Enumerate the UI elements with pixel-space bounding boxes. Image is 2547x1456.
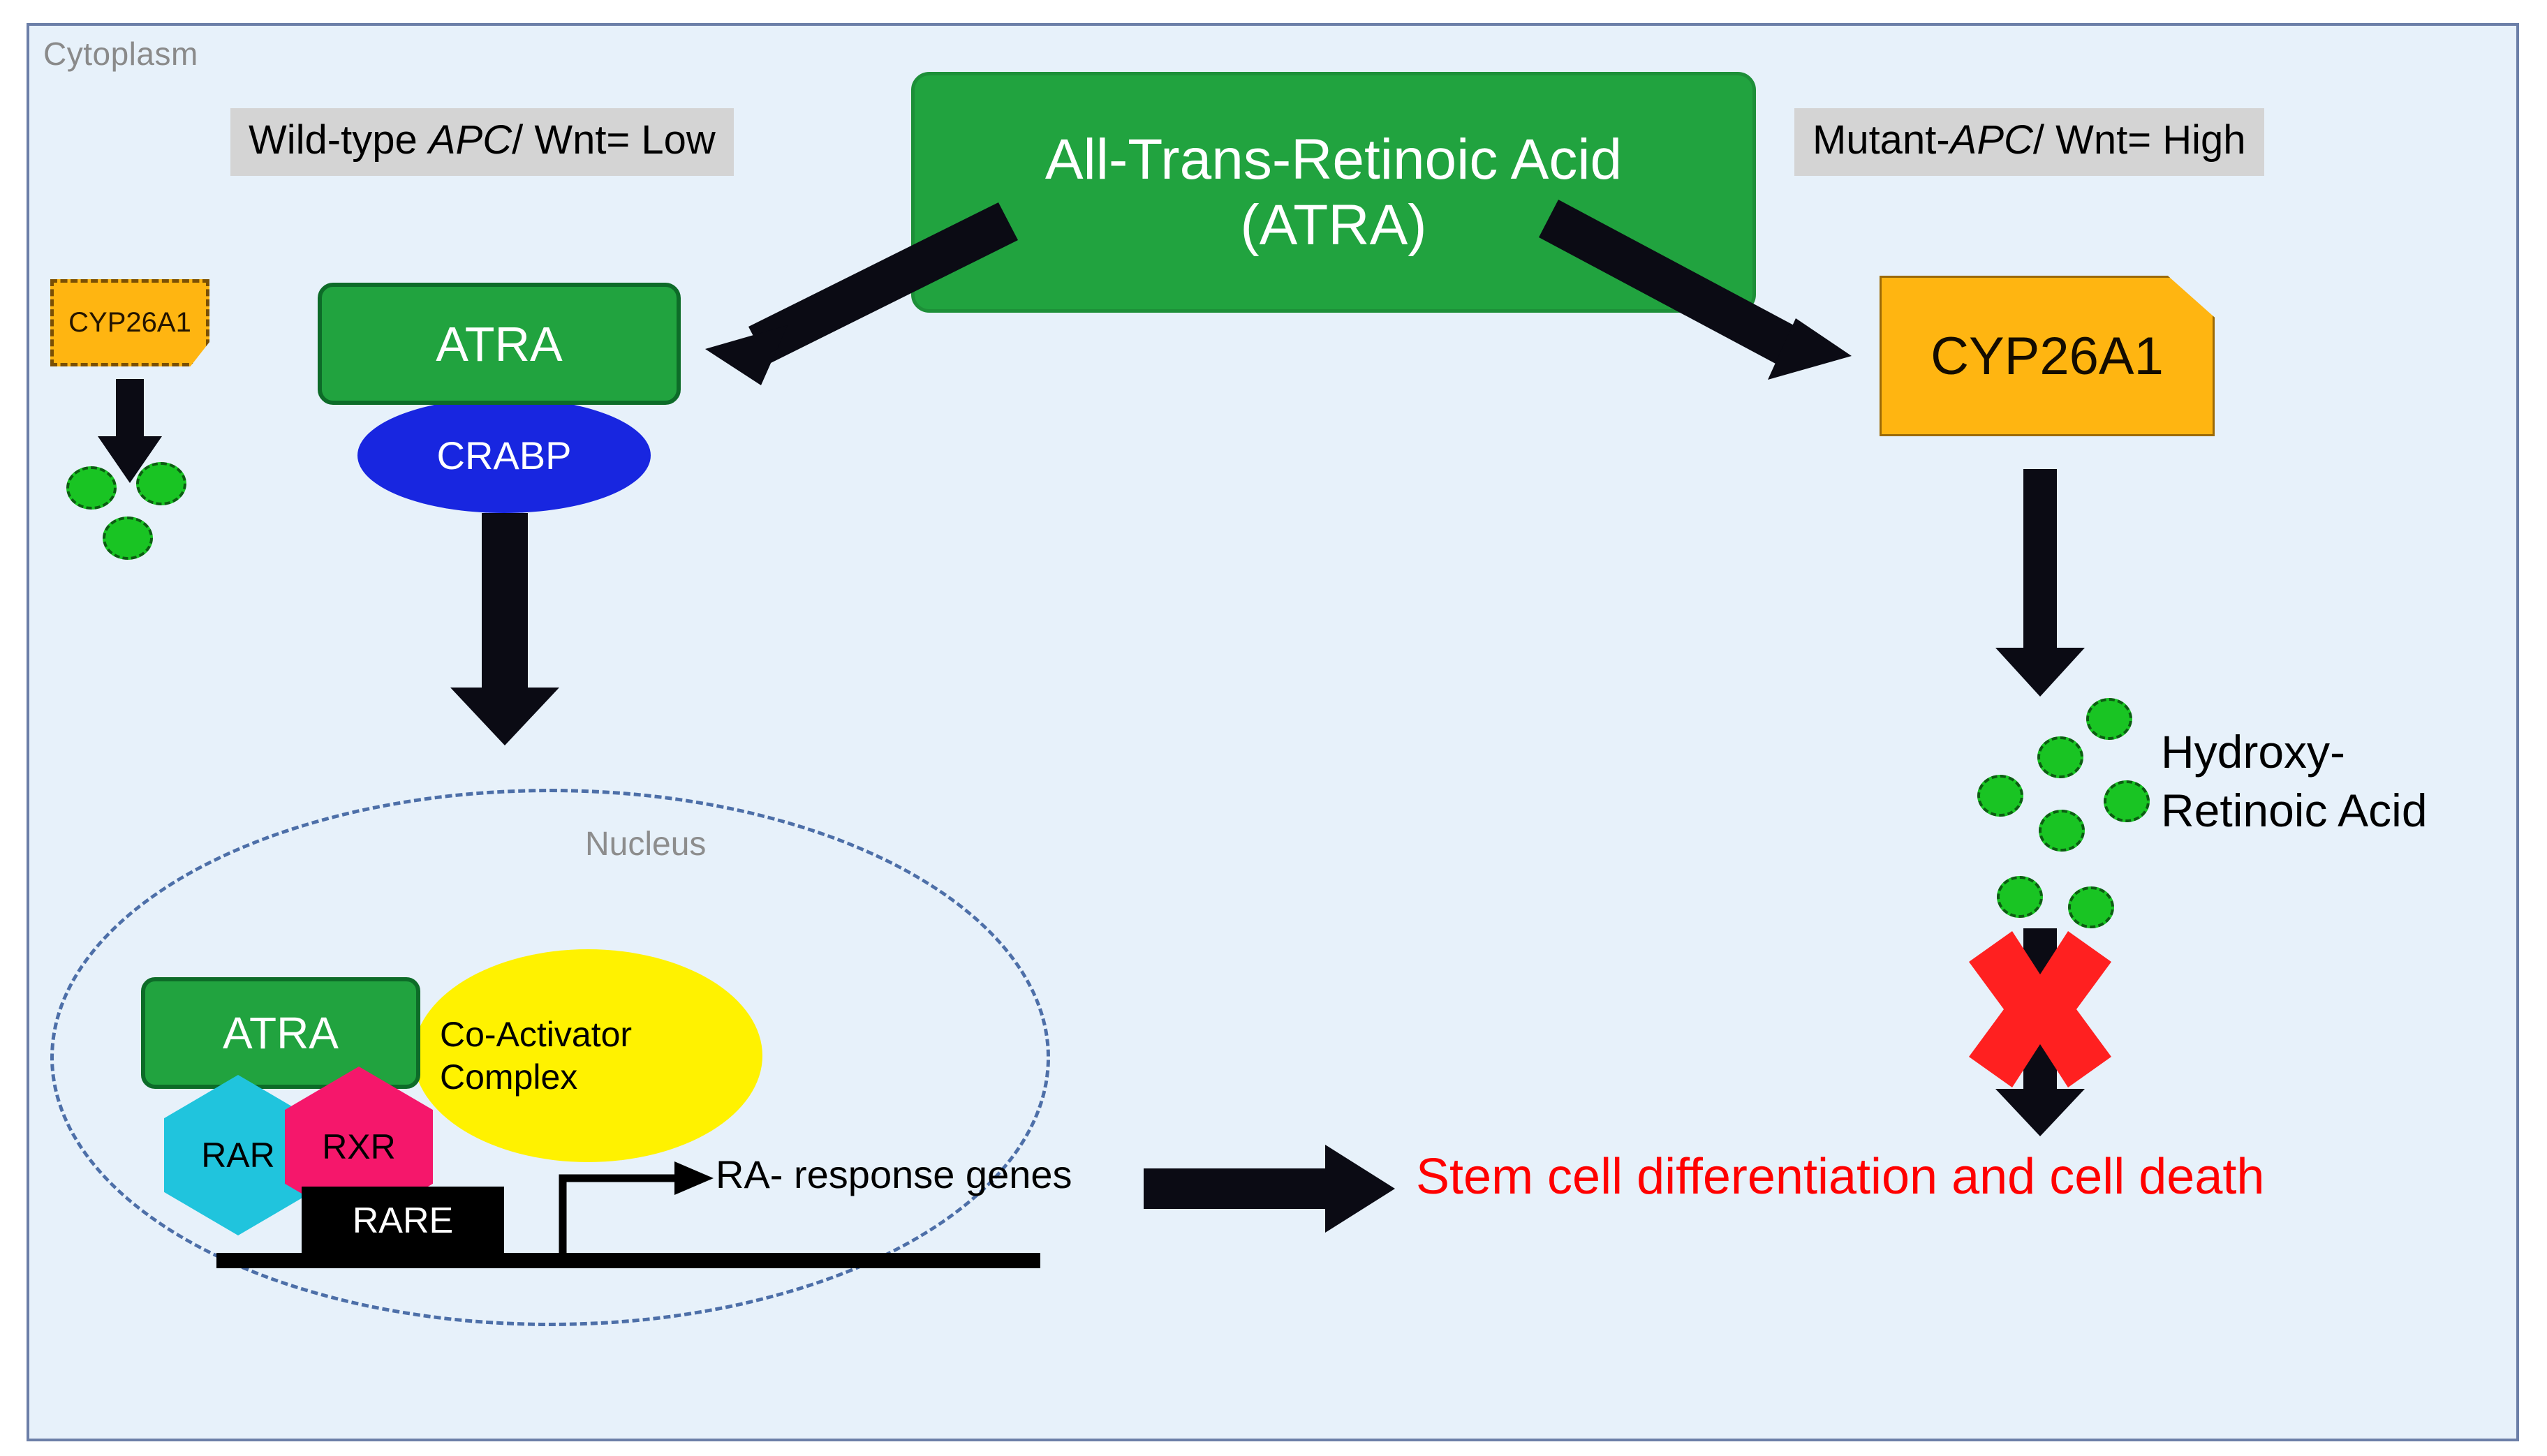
green-dot-icon [66, 466, 117, 510]
nucleus-label: Nucleus [585, 826, 707, 863]
node-crabp: CRABP [357, 398, 651, 513]
badge-left-prefix: Wild-type [249, 117, 429, 163]
badge-right-prefix: Mutant- [1813, 117, 1950, 163]
cytoplasm-label: Cytoplasm [43, 36, 198, 72]
rar-label: RAR [201, 1136, 275, 1175]
cyp26a1-small-label: CYP26A1 [68, 307, 191, 338]
coactivator-line2: Complex [440, 1057, 578, 1097]
green-dot-icon [2104, 780, 2150, 822]
atra-main-line2: (ATRA) [1240, 193, 1427, 257]
green-dot-icon [1997, 876, 2043, 918]
dna-strand [216, 1253, 1040, 1268]
green-dot-icon [1977, 775, 2023, 817]
node-cyp26a1-basal: CYP26A1 [50, 279, 209, 366]
hydroxy-line1: Hydroxy- [2161, 726, 2346, 778]
outcome-label: Stem cell differentiation and cell death [1416, 1149, 2265, 1205]
cyp26a1-big-label: CYP26A1 [1930, 326, 2164, 386]
node-cyp26a1-induced: CYP26A1 [1880, 276, 2215, 436]
node-atra-main: All-Trans-Retinoic Acid (ATRA) [911, 72, 1756, 313]
rxr-label: RXR [322, 1127, 396, 1166]
condition-badge-mutant: Mutant-APC/ Wnt= High [1794, 108, 2264, 176]
green-dot-icon [2086, 698, 2132, 740]
node-coactivator-complex: Co-Activator Complex [413, 949, 762, 1162]
atra-cyto-label: ATRA [436, 316, 563, 371]
badge-right-suffix: / Wnt= High [2032, 117, 2246, 163]
badge-left-suffix: / Wnt= Low [512, 117, 716, 163]
condition-badge-wildtype: Wild-type APC/ Wnt= Low [230, 108, 734, 176]
node-atra-nucleus: ATRA [141, 977, 420, 1089]
rare-label: RARE [352, 1201, 454, 1241]
green-dot-icon [2039, 810, 2085, 852]
coactivator-line1: Co-Activator [440, 1014, 633, 1054]
nucleus-compartment [50, 789, 1050, 1326]
badge-right-gene: APC [1949, 117, 2033, 163]
ra-response-genes-label: RA- response genes [716, 1152, 1072, 1196]
green-dot-icon [103, 517, 153, 560]
atra-main-line1: All-Trans-Retinoic Acid [1044, 128, 1623, 192]
crabp-label: CRABP [436, 433, 572, 477]
hydroxy-retinoic-acid-label: Hydroxy- Retinoic Acid [2161, 722, 2428, 840]
green-dot-icon [2068, 886, 2114, 928]
green-dot-icon [136, 462, 186, 505]
atra-nuc-label: ATRA [223, 1008, 339, 1058]
badge-left-gene: APC [428, 117, 512, 163]
node-atra-cytoplasm: ATRA [318, 283, 681, 405]
hydroxy-line2: Retinoic Acid [2161, 785, 2428, 837]
green-dot-icon [2037, 736, 2083, 778]
node-rare-element: RARE [302, 1187, 504, 1255]
